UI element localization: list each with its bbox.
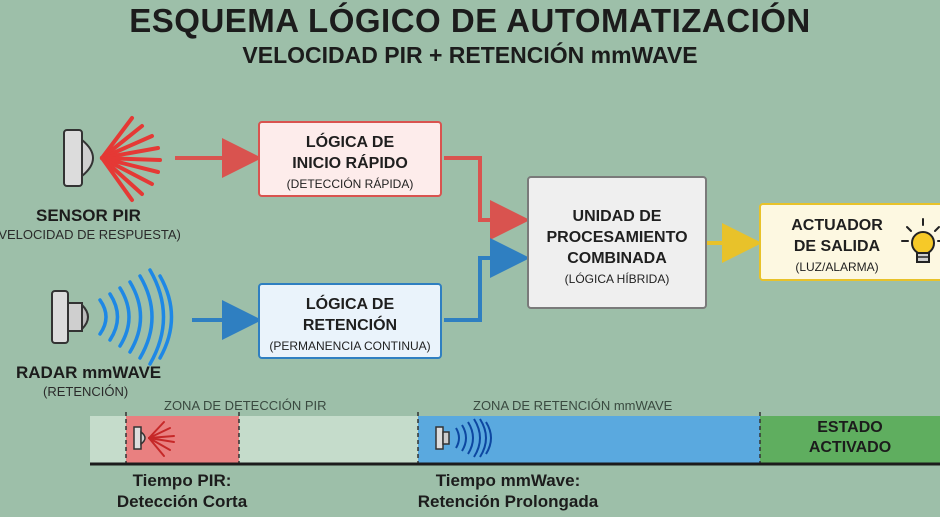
retention-logic-line1: LÓGICA DE [305, 296, 395, 313]
timeline-pir-icon [133, 421, 175, 457]
actuator-line1: ACTUADOR [791, 217, 883, 234]
radar-sensor-icon [51, 268, 174, 366]
unit-line3: COMBINADA [567, 250, 667, 267]
diagram-title: ESQUEMA LÓGICO DE AUTOMATIZACIÓN [129, 2, 811, 39]
output-actuator-box: ACTUADOR DE SALIDA (LUZ/ALARMA) [759, 203, 940, 281]
mmwave-time-caption: Tiempo mmWave: Retención Prolongada [392, 470, 624, 512]
unit-line2: PROCESAMIENTO [546, 229, 688, 246]
timeline-idle-segment [90, 416, 126, 463]
retention-logic-box: LÓGICA DE RETENCIÓN (PERMANENCIA CONTINU… [258, 283, 442, 359]
timeline-gap-segment [239, 416, 418, 463]
pir-zone-label: ZONA DE DETECCIÓN PIR [164, 398, 327, 413]
active-state-line2: ACTIVADO [808, 439, 892, 456]
mm-caption-line1: Tiempo mmWave: [435, 471, 581, 490]
combined-processing-unit-box: UNIDAD DE PROCESAMIENTO COMBINADA (LÓGIC… [527, 176, 707, 309]
diagram-subtitle: VELOCIDAD PIR + RETENCIÓN mmWAVE [242, 42, 698, 68]
unit-sub: (LÓGICA HÍBRIDA) [564, 272, 670, 286]
pir-caption-line1: Tiempo PIR: [132, 471, 232, 490]
fast-logic-line2: INICIO RÁPIDO [292, 155, 408, 172]
active-state-label: ESTADO ACTIVADO [760, 418, 940, 458]
pir-time-caption: Tiempo PIR: Detección Corta [96, 470, 268, 512]
pir-sensor-label: SENSOR PIR [36, 206, 141, 225]
fast-start-logic-box: LÓGICA DE INICIO RÁPIDO (DETECCIÓN RÁPID… [258, 121, 442, 197]
pir-sensor-sublabel: (VELOCIDAD DE RESPUESTA) [0, 227, 181, 242]
light-bulb-icon [901, 218, 940, 263]
radar-sensor-sublabel: (RETENCIÓN) [43, 384, 129, 399]
arrow-retention-to-unit [444, 238, 530, 322]
arrow-fast-to-unit [444, 156, 530, 240]
active-state-line1: ESTADO [817, 419, 883, 436]
retention-zone-label: ZONA DE RETENCIÓN mmWAVE [473, 398, 673, 413]
pir-sensor-icon [63, 116, 162, 202]
unit-line1: UNIDAD DE [572, 208, 662, 225]
mm-caption-line2: Retención Prolongada [417, 492, 599, 511]
pir-caption-line2: Detección Corta [116, 492, 248, 511]
actuator-line2: DE SALIDA [793, 238, 881, 255]
timeline-active-segment [760, 416, 940, 463]
timeline-radar-icon [435, 418, 492, 458]
fast-logic-sub: (DETECCIÓN RÁPIDA) [286, 177, 414, 191]
retention-logic-line2: RETENCIÓN [302, 317, 398, 334]
actuator-sub: (LUZ/ALARMA) [795, 260, 879, 274]
fast-logic-line1: LÓGICA DE [305, 134, 395, 151]
radar-sensor-label: RADAR mmWAVE [16, 363, 162, 382]
retention-logic-sub: (PERMANENCIA CONTINUA) [269, 339, 431, 353]
